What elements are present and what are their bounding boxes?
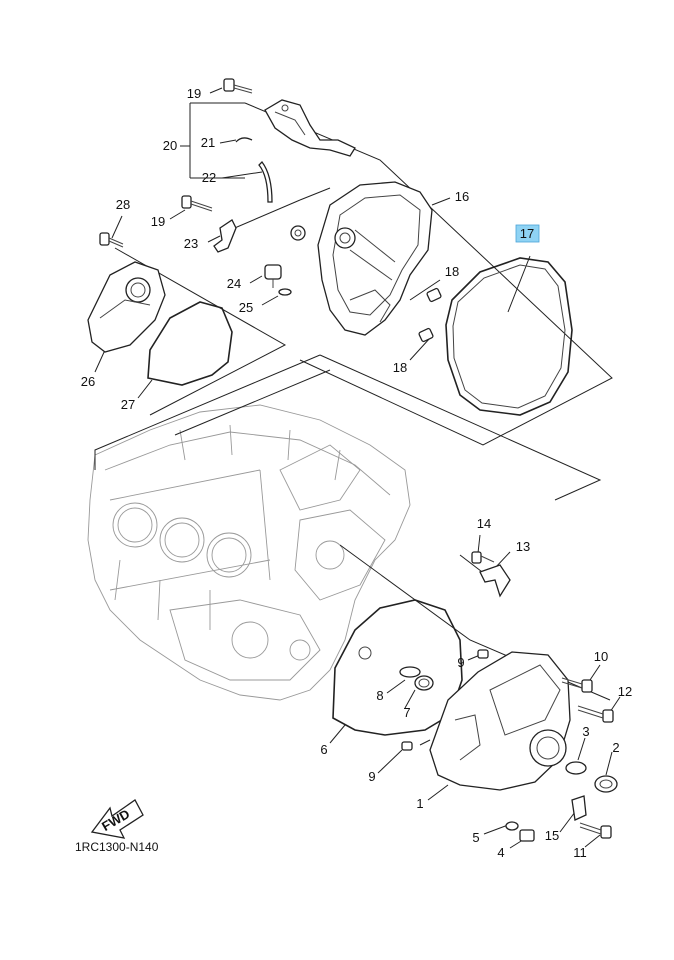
callout-12: 12 bbox=[618, 684, 632, 699]
diagram-code: 1RC1300-N140 bbox=[75, 840, 159, 854]
bolt-19-top bbox=[223, 78, 253, 94]
cover-plate-20 bbox=[264, 99, 356, 157]
oring-3 bbox=[565, 761, 587, 775]
callout-22: 22 bbox=[202, 170, 216, 185]
gasket-17 bbox=[445, 257, 573, 416]
nut-4 bbox=[519, 829, 535, 842]
gasket-6 bbox=[332, 599, 463, 736]
callout-24: 24 bbox=[227, 276, 241, 291]
oring-8 bbox=[399, 666, 421, 678]
bolt-12 bbox=[577, 705, 614, 723]
callout-17: 17 bbox=[520, 226, 534, 241]
bolt-28 bbox=[99, 232, 124, 248]
callout-9-lower: 9 bbox=[368, 769, 375, 784]
callout-1: 1 bbox=[416, 796, 423, 811]
callout-13: 13 bbox=[516, 539, 530, 554]
callout-5: 5 bbox=[472, 830, 479, 845]
callout-19-mid: 19 bbox=[151, 214, 165, 229]
callout-labels: 1 2 3 4 5 6 7 8 9 9 10 11 12 13 14 15 16… bbox=[81, 86, 632, 860]
callout-26: 26 bbox=[81, 374, 95, 389]
callout-25: 25 bbox=[239, 300, 253, 315]
callout-10: 10 bbox=[594, 649, 608, 664]
pickup-cover-26 bbox=[87, 261, 166, 353]
callout-9-upper: 9 bbox=[457, 655, 464, 670]
dowel-18-lower bbox=[418, 327, 434, 343]
callout-7: 7 bbox=[403, 705, 410, 720]
bracket-23 bbox=[213, 219, 237, 253]
oring-25 bbox=[278, 288, 292, 296]
callout-19-top: 19 bbox=[187, 86, 201, 101]
sensor-24 bbox=[264, 264, 282, 288]
dowel-9-lower bbox=[401, 741, 413, 751]
bolt-11 bbox=[579, 822, 612, 839]
generator-cover-1 bbox=[429, 651, 571, 791]
callout-6: 6 bbox=[320, 742, 327, 757]
highlight-17 bbox=[515, 224, 540, 243]
callout-8: 8 bbox=[376, 688, 383, 703]
bolt-14 bbox=[471, 551, 495, 564]
callout-20: 20 bbox=[163, 138, 177, 153]
bracket-13 bbox=[479, 564, 511, 598]
plug-2 bbox=[594, 775, 618, 793]
callout-2: 2 bbox=[612, 740, 619, 755]
callout-21: 21 bbox=[201, 135, 215, 150]
callout-4: 4 bbox=[497, 845, 504, 860]
callout-14: 14 bbox=[477, 516, 491, 531]
callout-18-lower: 18 bbox=[393, 360, 407, 375]
callout-28: 28 bbox=[116, 197, 130, 212]
gasket-27 bbox=[147, 301, 233, 386]
seal-22 bbox=[258, 161, 273, 203]
callout-23: 23 bbox=[184, 236, 198, 251]
seal-21 bbox=[235, 137, 253, 143]
clamp-15 bbox=[571, 795, 587, 821]
callout-3: 3 bbox=[582, 724, 589, 739]
bolt-19-mid bbox=[181, 195, 213, 212]
clutch-cover-16 bbox=[290, 181, 433, 336]
washer-5 bbox=[505, 821, 519, 831]
callout-16: 16 bbox=[455, 189, 469, 204]
callout-11: 11 bbox=[573, 845, 587, 860]
callout-27: 27 bbox=[121, 397, 135, 412]
crankcase-ghost bbox=[87, 404, 411, 701]
fwd-arrow-icon: FWD bbox=[90, 799, 144, 839]
callout-15: 15 bbox=[545, 828, 559, 843]
dowel-9-upper bbox=[477, 649, 489, 659]
seal-7 bbox=[414, 675, 434, 691]
callout-18-upper: 18 bbox=[445, 264, 459, 279]
bolt-10 bbox=[561, 677, 593, 693]
dowel-18-upper bbox=[426, 287, 442, 303]
